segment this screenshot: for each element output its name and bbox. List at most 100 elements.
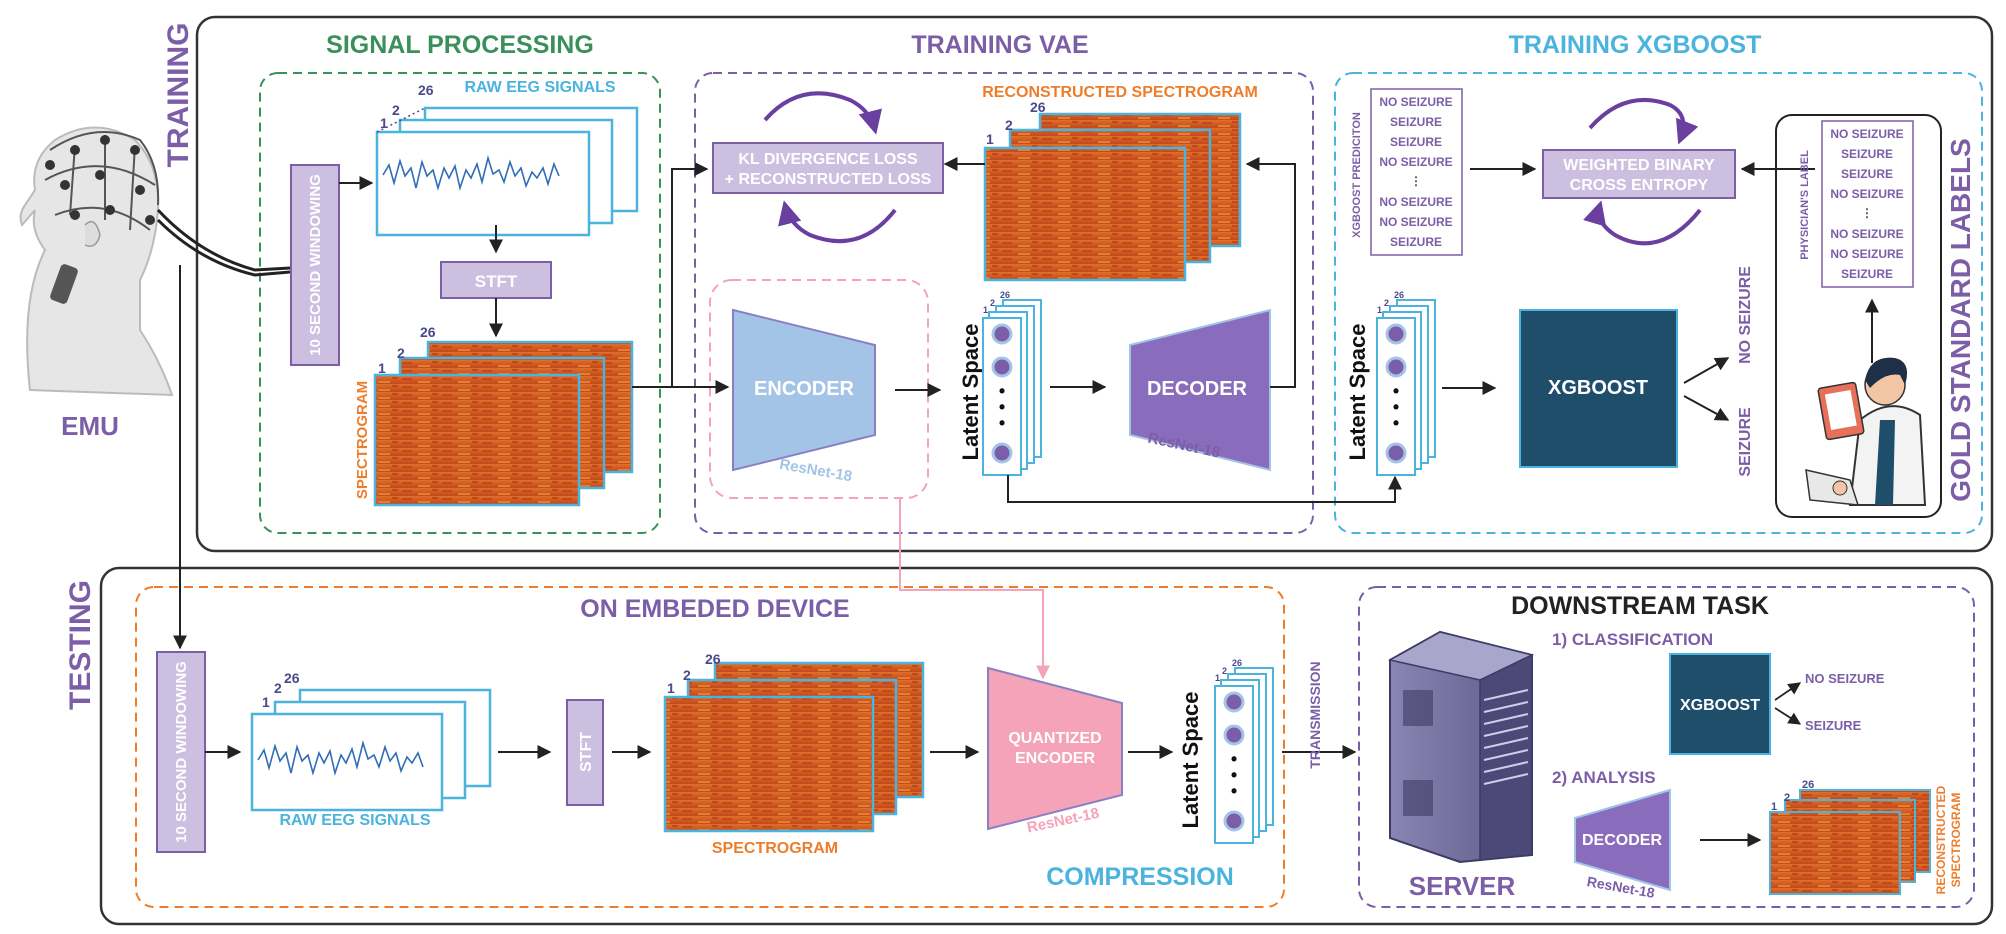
spec-ch1: 1 <box>378 360 386 376</box>
raw-test-ch2: 2 <box>274 680 282 696</box>
downstream-frame <box>1358 586 1975 908</box>
latent-label-testing: Latent Space <box>1178 692 1203 829</box>
raw-test-ch26: 26 <box>284 670 300 686</box>
spectrogram-label-testing: SPECTROGRAM <box>712 840 838 857</box>
encoder-block <box>732 308 876 472</box>
gold-labels-box <box>1775 114 1942 518</box>
physician-illustration <box>1805 298 1927 506</box>
xgb-to-seizure-arrow <box>1683 395 1730 421</box>
phys-1: SEIZURE <box>1841 147 1893 161</box>
encoder-resnet-label: ResNet-18 <box>778 456 853 485</box>
xgboost-block-training <box>1519 309 1678 468</box>
training-xgboost-frame <box>1334 72 1983 534</box>
physician-list-box <box>1821 120 1914 288</box>
pred-4: NO SEIZURE <box>1379 195 1452 209</box>
recon-test-ch2: 2 <box>1784 792 1790 804</box>
svg-text:•: • <box>1393 413 1399 433</box>
signal-processing-title: SIGNAL PROCESSING <box>326 31 594 59</box>
latent-vae-ch26: 26 <box>1000 290 1010 300</box>
spec-to-loss-arrow <box>671 162 709 387</box>
latent-label-xgb: Latent Space <box>1345 324 1370 461</box>
encoder-to-quantized-arrow <box>899 498 1050 680</box>
svg-text:•: • <box>1231 781 1237 801</box>
training-title: TRAINING <box>162 23 195 168</box>
spec-ch2: 2 <box>397 345 405 361</box>
latent-stack-xgb: • • • <box>1376 299 1436 476</box>
emu-label: EMU <box>61 411 119 441</box>
classification-label: 1) CLASSIFICATION <box>1552 630 1713 649</box>
latent-test-ch1: 1 <box>1215 673 1220 683</box>
gold-standard-title: GOLD STANDARD LABELS <box>1945 138 1976 501</box>
loss-box <box>712 142 944 194</box>
windowing-label-testing: 10 SECOND WINDOWING <box>173 661 190 843</box>
stft-box-testing <box>566 699 604 806</box>
reconstructed-spectrogram-stack <box>983 112 1242 282</box>
test-xgb-to-noseizure-arrow <box>1774 682 1802 701</box>
phys-ellipsis: ⋮ <box>1861 206 1873 220</box>
training-frame <box>195 15 1994 553</box>
vae-latent-to-xgb-latent-arrow <box>1007 475 1402 503</box>
training-vae-frame <box>694 72 1314 534</box>
encoder-dashed-frame <box>709 279 929 499</box>
recon-ch26: 26 <box>1030 99 1046 115</box>
pred-6: SEIZURE <box>1390 235 1442 249</box>
test-xgb-to-seizure-arrow <box>1774 707 1802 725</box>
xgb-out-noseizure: NO SEIZURE <box>1737 266 1754 364</box>
quantized-encoder-block <box>987 666 1123 831</box>
reconstructed-spectrogram-title: RECONSTRUCTED SPECTROGRAM <box>982 84 1258 101</box>
xgb-to-noseizure-arrow <box>1683 357 1730 384</box>
wbce-line2: CROSS ENTROPY <box>1570 177 1709 194</box>
transmission-label: TRANSMISSION <box>1307 661 1323 768</box>
pred-1: SEIZURE <box>1390 115 1442 129</box>
spec-test-ch1: 1 <box>667 680 675 696</box>
decoder-to-recon-arrow <box>1245 157 1296 388</box>
phys-6: SEIZURE <box>1841 267 1893 281</box>
svg-text:•: • <box>1393 381 1399 401</box>
latent-vae-ch1: 1 <box>983 305 988 315</box>
phys-0: NO SEIZURE <box>1830 127 1903 141</box>
pred-5: NO SEIZURE <box>1379 215 1452 229</box>
raw-eeg-title-testing: RAW EEG SIGNALS <box>279 812 430 829</box>
emu-head-illustration <box>19 126 291 397</box>
recon-test-line2: SPECTROGRAM <box>1949 793 1963 888</box>
windowing-label-training: 10 SECOND WINDOWING <box>307 174 324 356</box>
wbce-box <box>1542 149 1736 199</box>
latent-test-ch26: 26 <box>1232 658 1242 668</box>
signal-processing-frame <box>259 72 661 534</box>
stft-box-training <box>440 261 552 299</box>
test-out-noseizure: NO SEIZURE <box>1805 671 1885 686</box>
decoder-block <box>1129 308 1271 472</box>
phys-2: SEIZURE <box>1841 167 1893 181</box>
svg-text:•: • <box>1231 749 1237 769</box>
raw-ch2: 2 <box>392 102 400 118</box>
phys-5: NO SEIZURE <box>1830 247 1903 261</box>
recon-ch2: 2 <box>1005 117 1013 133</box>
physician-label-title: PHYSICIAN'S LABEL <box>1799 150 1811 260</box>
latent-xgb-ch2: 2 <box>1384 298 1389 308</box>
loss-cycle-top <box>763 91 882 135</box>
svg-text:•: • <box>1393 397 1399 417</box>
analysis-label: 2) ANALYSIS <box>1552 768 1656 787</box>
loss-line1: KL DIVERGENCE LOSS <box>738 151 918 168</box>
encoder-label: ENCODER <box>754 378 855 400</box>
recon-ch1: 1 <box>986 131 994 147</box>
recon-test-line1: RECONSTRUCTED <box>1934 785 1948 894</box>
phys-4: NO SEIZURE <box>1830 227 1903 241</box>
spectrogram-stack-training <box>373 340 634 507</box>
server-label: SERVER <box>1409 871 1516 901</box>
svg-text:•: • <box>1231 765 1237 785</box>
raw-eeg-stack-training <box>375 106 639 237</box>
raw-eeg-title-training: RAW EEG SIGNALS <box>464 79 615 96</box>
raw-eeg-stack-testing <box>250 688 492 812</box>
spec-test-ch2: 2 <box>683 667 691 683</box>
decoder-label: DECODER <box>1147 378 1248 400</box>
training-vae-title: TRAINING VAE <box>911 31 1088 59</box>
latent-stack-testing: • • • <box>1214 667 1274 844</box>
pred-0: NO SEIZURE <box>1379 95 1452 109</box>
wbce-line1: WEIGHTED BINARY <box>1563 157 1715 174</box>
svg-text:•: • <box>999 397 1005 417</box>
latent-label-vae: Latent Space <box>958 324 983 461</box>
quantized-line2: ENCODER <box>1015 750 1095 767</box>
raw-ch1: 1 <box>380 115 388 131</box>
